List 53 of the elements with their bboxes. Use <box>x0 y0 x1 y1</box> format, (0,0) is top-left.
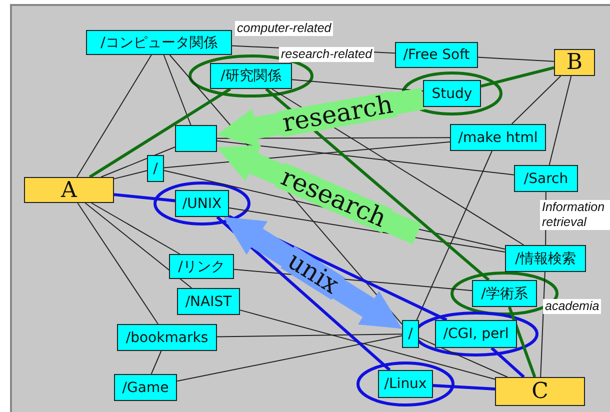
connector-line <box>100 146 176 178</box>
directory-box: /コンピュータ関係 <box>86 30 232 55</box>
connector-line <box>216 140 514 176</box>
annotation-text: academia <box>543 299 602 314</box>
connector-line <box>511 76 562 124</box>
directory-box: Study <box>423 80 481 107</box>
connector-line <box>114 193 176 202</box>
connector-line <box>432 384 496 390</box>
directory-box: /bookmarks <box>117 324 217 351</box>
directory-box: /情報検索 <box>505 245 586 272</box>
connector-line <box>91 202 180 254</box>
directory-box: /Free Soft <box>395 42 478 68</box>
directory-box: /Game <box>114 374 177 401</box>
directory-box: /NAIST <box>177 288 240 315</box>
connector-line <box>216 216 391 372</box>
directory-box: / <box>147 155 164 182</box>
connector-line <box>228 207 506 253</box>
annotation-text: research-related <box>279 47 374 62</box>
connector-line <box>240 310 496 380</box>
directory-box: / <box>402 320 419 348</box>
directory-box: /学術系 <box>472 280 537 307</box>
annotation-text: Information retrieval <box>540 200 610 230</box>
directory-box: /リンク <box>169 254 234 279</box>
annotation-text: computer-related <box>235 21 334 36</box>
edge-label: research <box>277 90 398 137</box>
connector-line <box>478 56 554 62</box>
connector-line <box>176 335 402 382</box>
connector-line <box>416 150 492 320</box>
connector-line <box>77 202 159 324</box>
directory-box <box>175 125 217 152</box>
directory-box: /研究関係 <box>210 63 292 89</box>
connector-line <box>114 170 148 180</box>
connector-line <box>150 350 162 374</box>
directory-box: /Linux <box>378 370 433 398</box>
site-box: A <box>24 177 114 203</box>
connector-line <box>508 306 536 378</box>
directory-box: /UNIX <box>175 190 229 217</box>
connector-line <box>216 334 402 338</box>
connector-line <box>490 346 525 378</box>
directory-box: /CGI, perl <box>435 320 517 348</box>
connector-line <box>480 66 554 88</box>
directory-box: /make html <box>450 124 546 151</box>
connector-line <box>548 76 572 166</box>
connector-line <box>265 88 490 282</box>
connector-line <box>88 88 232 178</box>
connector-line <box>292 79 424 92</box>
site-box: C <box>495 377 585 406</box>
connector-line <box>84 202 192 288</box>
connector-line <box>76 54 152 178</box>
directory-box: /Sarch <box>514 165 578 192</box>
connector-line <box>163 54 192 126</box>
site-box: B <box>554 49 595 76</box>
connector-line <box>418 337 508 378</box>
